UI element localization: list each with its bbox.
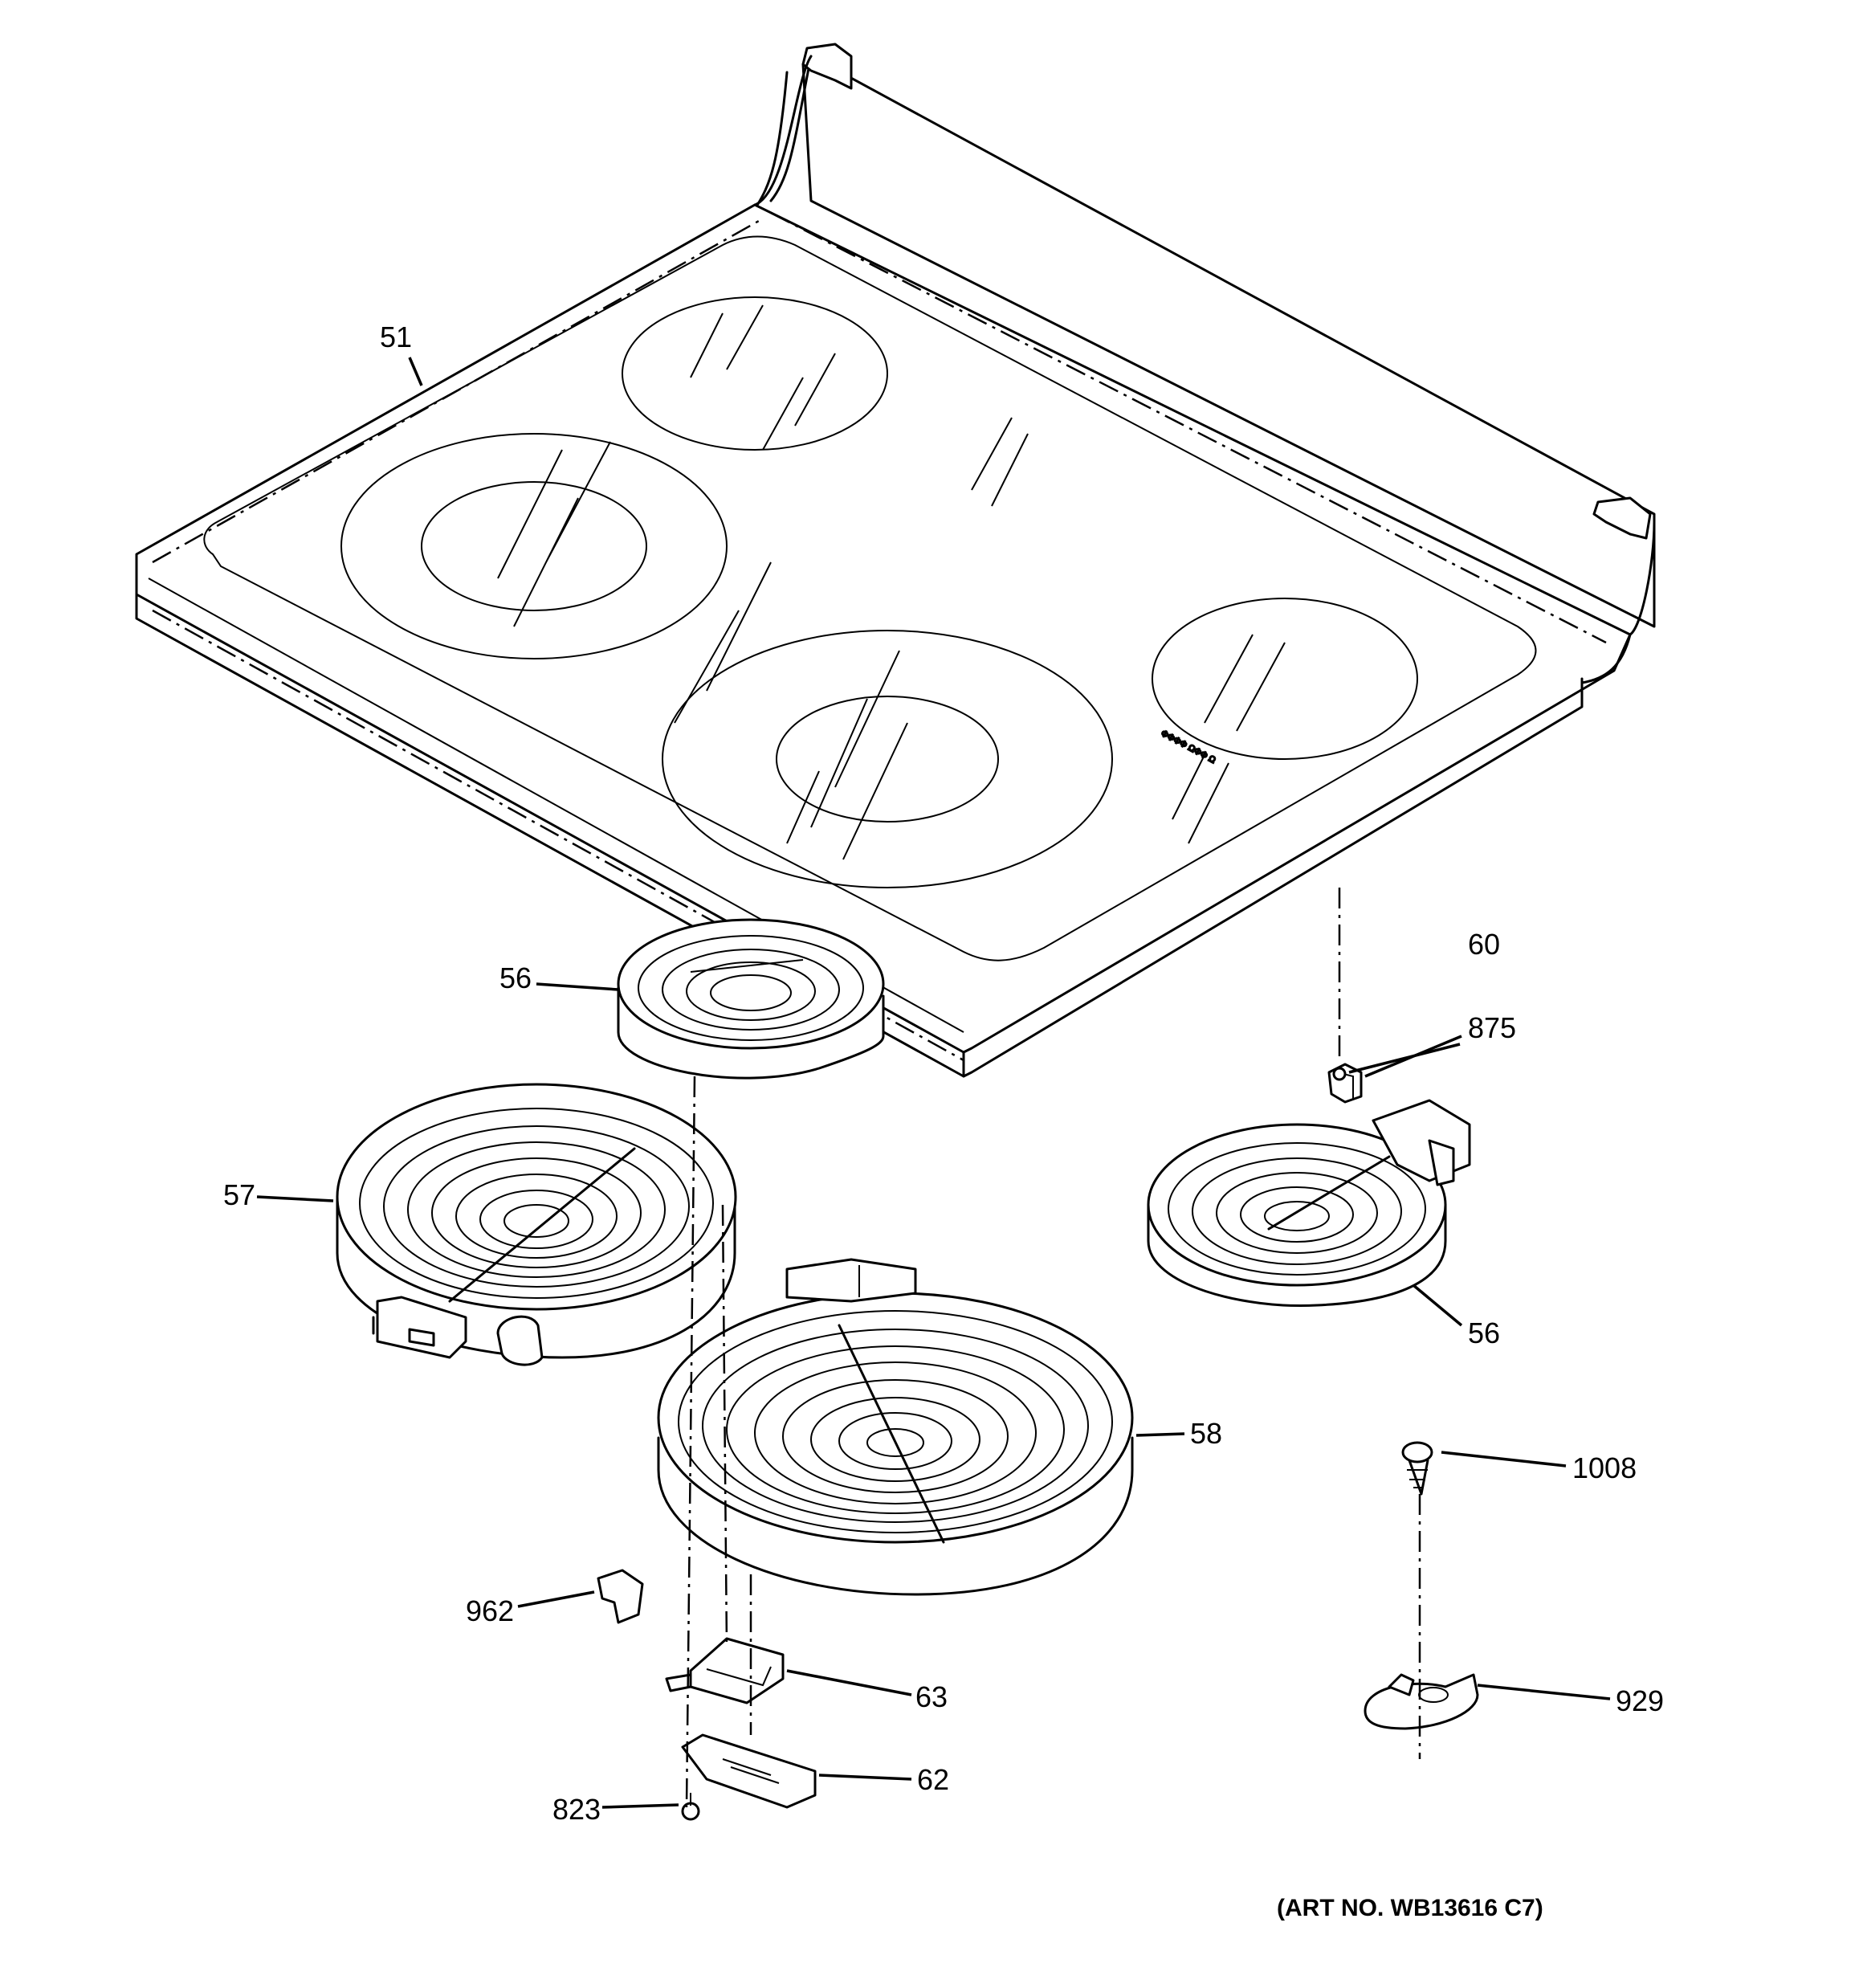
screw-823 — [681, 1793, 700, 1821]
leader-823 — [601, 1803, 679, 1809]
leader-875 — [1348, 1043, 1461, 1074]
leader-929 — [1477, 1684, 1611, 1700]
cooktop-glass: ΦΦΦΦ ΩΦΦ Ω — [135, 43, 1656, 1078]
leader-63 — [786, 1669, 912, 1696]
leader-51 — [408, 357, 423, 386]
callout-875: 875 — [1468, 1011, 1516, 1044]
art-number: (ART NO. WB13616 C7) — [1277, 1895, 1543, 1921]
callout-63: 63 — [915, 1680, 948, 1713]
leader-58 — [1135, 1432, 1185, 1437]
clip-962 — [597, 1569, 644, 1624]
callout-56-right: 56 — [1468, 1316, 1500, 1349]
bracket-62 — [681, 1733, 817, 1809]
callout-62: 62 — [917, 1763, 949, 1796]
radiant-element-small-left — [617, 918, 885, 1080]
leader-57 — [256, 1195, 334, 1202]
radiant-element-right — [1147, 1099, 1471, 1308]
callout-58: 58 — [1190, 1417, 1222, 1450]
callout-56-top: 56 — [499, 961, 532, 994]
leader-962 — [517, 1590, 595, 1608]
callout-962: 962 — [466, 1594, 514, 1627]
leader-1008 — [1441, 1451, 1567, 1468]
leader-56-top — [536, 982, 619, 991]
assembly-line-center — [685, 1076, 696, 1808]
callout-1008: 1008 — [1572, 1451, 1637, 1484]
screw-1008 — [1401, 1441, 1433, 1496]
leader-62 — [818, 1774, 912, 1781]
callout-60: 60 — [1468, 928, 1500, 961]
bracket-63 — [665, 1637, 785, 1704]
callout-57: 57 — [223, 1178, 255, 1211]
callout-51: 51 — [380, 320, 412, 353]
callout-823: 823 — [552, 1793, 601, 1826]
bracket-929 — [1364, 1673, 1479, 1730]
radiant-element-large-left — [336, 1083, 737, 1366]
leader-56-right — [1412, 1284, 1463, 1327]
screw-875 — [1332, 1067, 1347, 1081]
callout-929: 929 — [1616, 1684, 1664, 1717]
radiant-element-center — [657, 1258, 1134, 1596]
